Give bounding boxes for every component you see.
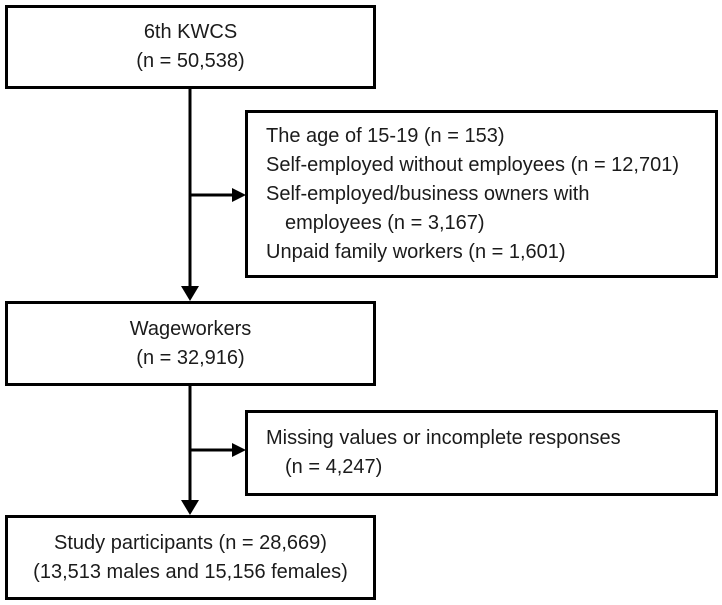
arrow-kwcs-to-wageworkers-head [181,286,199,301]
wageworkers-title: Wageworkers [129,317,252,340]
kwcs-source-box: 6th KWCS (n = 50,538) [5,5,376,89]
study-participants-box: Study participants (n = 28,669) (13,513 … [5,515,376,600]
exclusion2-missing-count: (n = 4,247) [285,456,383,478]
kwcs-count: (n = 50,538) [136,50,245,72]
exclusion1-age: The age of 15-19 (n = 153) [266,124,505,147]
branch-to-exclusion1-head [232,188,246,202]
arrow-wageworkers-to-participants-head [181,500,199,515]
exclusion1-self-employed-without: Self-employed without employees (n = 12,… [266,153,680,176]
branch-to-exclusion2-head [232,443,246,457]
wageworkers-count: (n = 32,916) [136,346,245,369]
kwcs-title: 6th KWCS [143,21,238,43]
exclusion1-unpaid-family: Unpaid family workers (n = 1,601) [266,240,566,263]
exclusion2-missing-values: Missing values or incomplete responses [266,427,621,449]
exclusion-box-2: Missing values or incomplete responses (… [245,410,718,496]
participants-gender-split: (13,513 males and 15,156 females) [33,560,348,583]
exclusion-box-1: The age of 15-19 (n = 153) Self-employed… [245,110,718,278]
wageworkers-box: Wageworkers (n = 32,916) [5,301,376,386]
participants-title: Study participants (n = 28,669) [54,531,327,554]
exclusion1-business-owners: Self-employed/business owners with [266,182,590,205]
exclusion1-business-owners-count: employees (n = 3,167) [285,211,485,234]
